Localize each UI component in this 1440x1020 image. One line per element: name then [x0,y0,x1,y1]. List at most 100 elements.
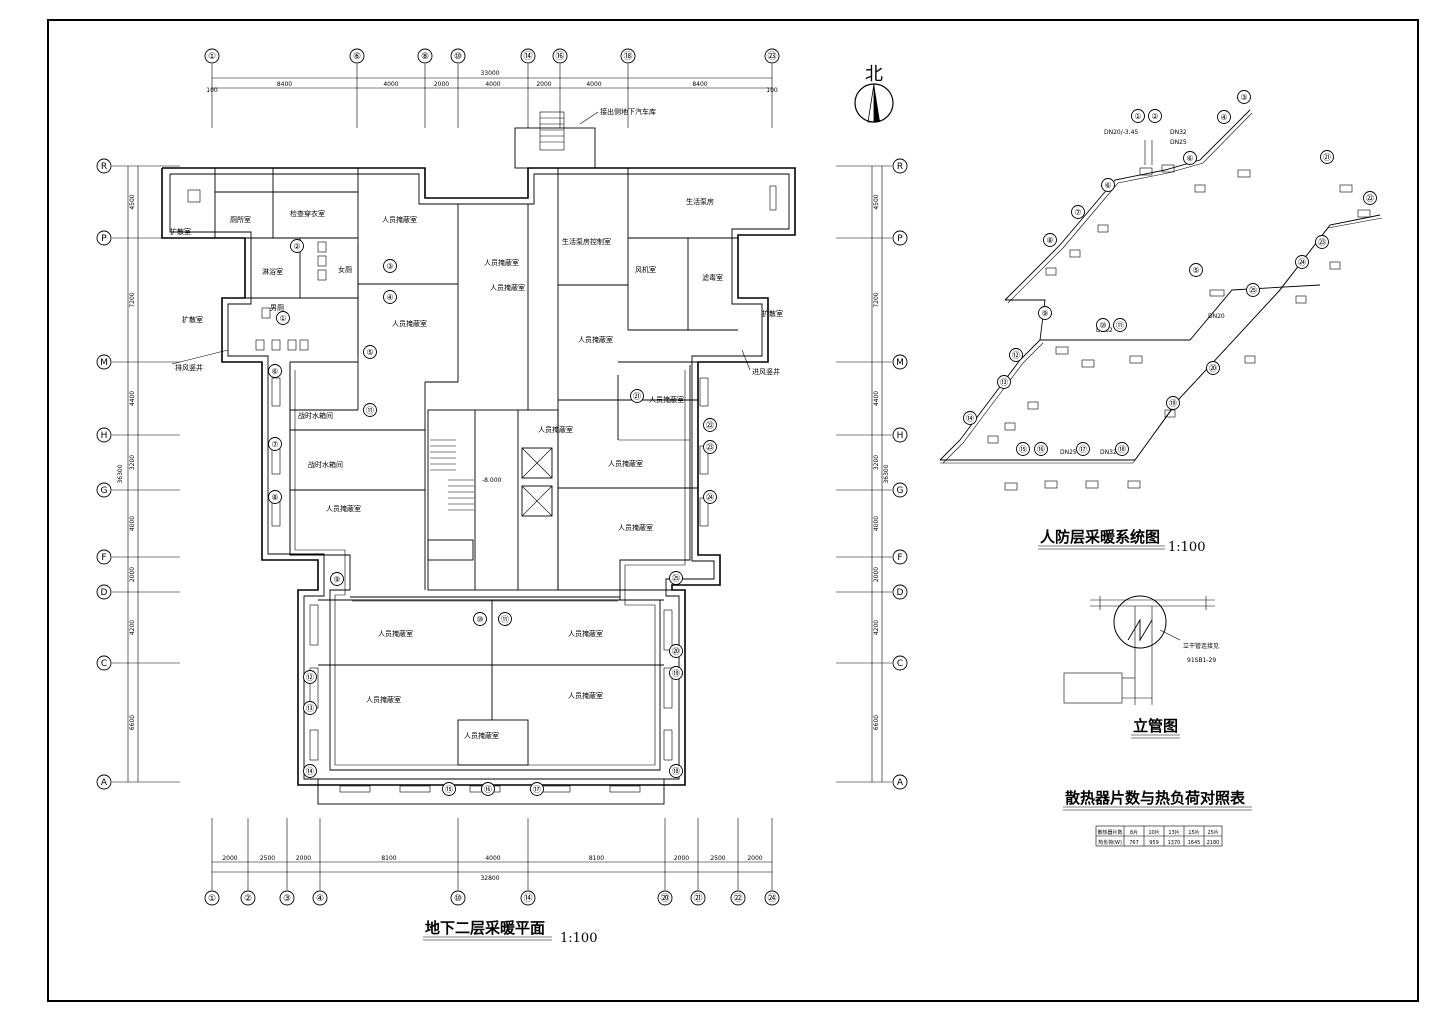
svg-text:⑯: ⑯ [1037,445,1045,454]
room-label: 扩散室 [762,309,783,318]
svg-text:⑭: ⑭ [523,51,532,62]
riser-bubble: ⑧ [1043,233,1057,247]
svg-text:①: ① [208,894,216,904]
riser-bubble: ① [276,311,290,325]
riser-bubble: ⑥ [1183,151,1197,165]
svg-text:⑧: ⑧ [271,493,278,502]
svg-text:A: A [897,778,904,788]
dim-label: 4000 [129,516,136,531]
riser-bubble: ⑫ [1009,348,1023,362]
toilet-fixtures [255,241,327,351]
dim-label: 2000 [129,567,136,582]
axis-bubble-right: D [892,584,908,600]
svg-text:⑩: ⑩ [454,894,462,904]
riser-bubble: ⑭ [303,764,317,778]
system-radiators [987,164,1371,491]
riser-bubble: ③ [383,259,397,273]
pipe-label: DN32 [1100,449,1117,456]
svg-text:⑪: ⑪ [366,406,374,415]
dim-label: 3200 [129,455,136,470]
riser-bubble: ⑨ [330,572,344,586]
axis-bubble-bottom: ⑭ [520,890,536,906]
axis-bubble-left: D [96,584,112,600]
pipe-label: DN32 [1170,129,1187,136]
riser-bubble: ⑩ [1096,318,1110,332]
room-label: 扩散室 [182,315,203,324]
riser-bubble: ④ [1217,110,1231,124]
left-dim-total: 36300 [117,464,124,483]
car-ramp-label: 接出侧地下汽车库 [600,107,656,116]
pipe-label: DN25 [1170,139,1187,146]
svg-text:⑫: ⑫ [306,673,314,682]
dim-label: 2000 [873,567,880,582]
svg-text:①: ① [279,314,286,323]
dim-label: 6600 [129,715,136,730]
heating-system-diagram: DN20/-3.45 DN32 DN25 DN32 DN25 DN32 DN20… [939,90,1383,555]
riser-bubble: ⑰ [530,782,544,796]
axis-bubble-bottom: ㉔ [764,890,780,906]
dim-label: 4000 [485,81,500,88]
svg-text:⑦: ⑦ [271,440,278,449]
riser-bubble: ⑳ [669,644,683,658]
svg-text:㉕: ㉕ [1249,286,1257,295]
table-cell: 2180 [1207,840,1220,846]
axis-bubble-top: ㉓ [764,48,780,64]
svg-text:⑱: ⑱ [1118,445,1126,454]
dim-label: 2000 [674,855,689,862]
svg-text:⑤: ⑤ [366,348,373,357]
room-label: 人员掩蔽室 [392,319,427,328]
table-cell: 959 [1149,840,1159,846]
riser-bubble: ⑲ [669,666,683,680]
axis-bubble-top: ⑧ [417,48,433,64]
exhaust-shaft-label: 排风竖井 [175,363,203,372]
riser-bubble: ⑥ [1101,178,1115,192]
room-label: 人员掩蔽室 [568,691,603,700]
svg-text:G: G [897,486,904,496]
riser-bubble: ㉒ [703,418,717,432]
axis-bubble-top: ⑱ [620,48,636,64]
svg-text:M: M [896,358,904,368]
svg-text:⑱: ⑱ [672,767,680,776]
riser-bubble: ㉑ [1320,150,1334,164]
axis-bubble-left: G [96,482,112,498]
svg-text:⑥: ⑥ [271,367,278,376]
axis-bubble-left: C [96,655,112,671]
riser-bubble: ⑮ [1016,442,1030,456]
riser-bubble: ⑦ [1071,205,1085,219]
svg-text:⑩: ⑩ [454,52,462,62]
riser-bubble: ㉒ [1363,191,1377,205]
svg-text:⑥: ⑥ [1104,181,1111,190]
svg-text:㉓: ㉓ [767,51,776,62]
svg-text:P: P [101,234,107,244]
riser-bubble: ⑥ [268,364,282,378]
table-title: 散热器片数与热负荷对照表 [1065,789,1246,807]
riser-bubble: ⑤ [1189,263,1203,277]
riser-bubble: ㉓ [1315,235,1329,249]
plan-scale: 1:100 [560,931,597,946]
riser-bubble: ⑱ [669,764,683,778]
riser-bubble: ⑰ [1076,442,1090,456]
room-label: 生活泵房 [686,197,714,206]
svg-text:⑩: ⑩ [476,615,483,624]
dim-label: 7200 [873,292,880,307]
riser-bubble: ⑪ [1113,318,1127,332]
dim-label: 2500 [710,855,725,862]
plan-title-text: 地下二层采暖平面 [425,919,545,937]
svg-text:㉑: ㉑ [693,893,702,904]
riser-bubble: ⑪ [498,612,512,626]
dim-label: 4200 [129,620,136,635]
svg-text:C: C [101,659,107,669]
svg-text:⑥: ⑥ [353,52,361,62]
svg-text:⑨: ⑨ [333,575,340,584]
room-label: 人员掩蔽室 [578,335,613,344]
system-pipes [939,109,1383,464]
dim-label: 2000 [747,855,762,862]
svg-text:⑬: ⑬ [1000,378,1008,387]
intake-shaft-label: 进风竖井 [752,367,780,376]
axis-bubble-top: ⑩ [450,48,466,64]
dim-label: 4400 [129,391,136,406]
table-cell: 15片 [1188,829,1199,836]
svg-text:㉑: ㉑ [633,392,641,401]
